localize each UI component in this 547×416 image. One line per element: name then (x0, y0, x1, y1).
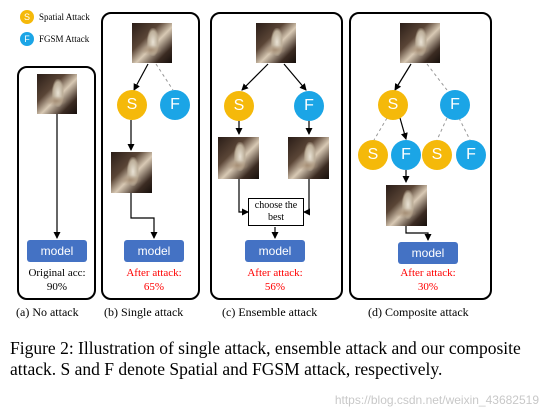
accuracy-ensemble: After attack: 56% (230, 266, 320, 294)
caption-composite-attack: (d) Composite attack (368, 305, 469, 319)
model-box-ensemble: model (245, 240, 305, 262)
accuracy-label: Original acc: (28, 267, 86, 279)
choose-best-box: choose the best (248, 198, 304, 226)
attacked-image-spatial (218, 137, 259, 179)
caption-single-attack: (b) Single attack (104, 305, 184, 319)
accuracy-label: After attack: (126, 267, 182, 279)
legend-spatial: S Spatial Attack (20, 10, 90, 24)
accuracy-label: After attack: (400, 267, 456, 279)
accuracy-value: 65% (143, 281, 165, 293)
attacked-image-single (111, 152, 152, 193)
spatial-node-composite-l1: S (378, 90, 408, 120)
caption-no-attack: (a) No attack (16, 305, 79, 319)
fgsm-legend-icon: F (20, 32, 34, 46)
panel-no-attack (17, 66, 96, 300)
fgsm-node-composite-l2a: F (391, 140, 421, 170)
model-box-no-attack: model (27, 240, 87, 262)
spatial-legend-icon: S (20, 10, 34, 24)
input-image-no-attack (37, 74, 77, 114)
input-image-ensemble (256, 23, 296, 63)
fgsm-node-composite-l2b: F (456, 140, 486, 170)
input-image-single (132, 23, 172, 63)
attacked-image-composite (386, 185, 427, 226)
accuracy-value: 90% (46, 281, 68, 293)
legend-spatial-label: Spatial Attack (39, 12, 90, 22)
spatial-node-composite-l2a: S (358, 140, 388, 170)
panel-composite-attack (349, 12, 492, 300)
model-box-composite: model (398, 242, 458, 264)
caption-ensemble-attack: (c) Ensemble attack (222, 305, 318, 319)
watermark-text: https://blog.csdn.net/weixin_43682519 (334, 393, 539, 407)
accuracy-label: After attack: (247, 267, 303, 279)
fgsm-node-single: F (160, 90, 190, 120)
accuracy-composite: After attack: 30% (383, 266, 473, 294)
panel-ensemble-attack (210, 12, 343, 300)
panel-single-attack (101, 12, 200, 300)
accuracy-value: 56% (264, 281, 286, 293)
attacked-image-fgsm (288, 137, 329, 179)
legend-fgsm-label: FGSM Attack (39, 34, 90, 44)
spatial-node-ensemble: S (224, 91, 254, 121)
figure-caption: Figure 2: Illustration of single attack,… (10, 338, 521, 379)
fgsm-node-ensemble: F (294, 91, 324, 121)
spatial-node-composite-l2b: S (422, 140, 452, 170)
accuracy-value: 30% (417, 281, 439, 293)
fgsm-node-composite-l1: F (440, 90, 470, 120)
model-box-single: model (124, 240, 184, 262)
spatial-node-single: S (117, 90, 147, 120)
accuracy-single: After attack: 65% (109, 266, 199, 294)
input-image-composite (400, 23, 440, 63)
accuracy-no-attack: Original acc: 90% (12, 266, 102, 294)
legend-fgsm: F FGSM Attack (20, 32, 89, 46)
